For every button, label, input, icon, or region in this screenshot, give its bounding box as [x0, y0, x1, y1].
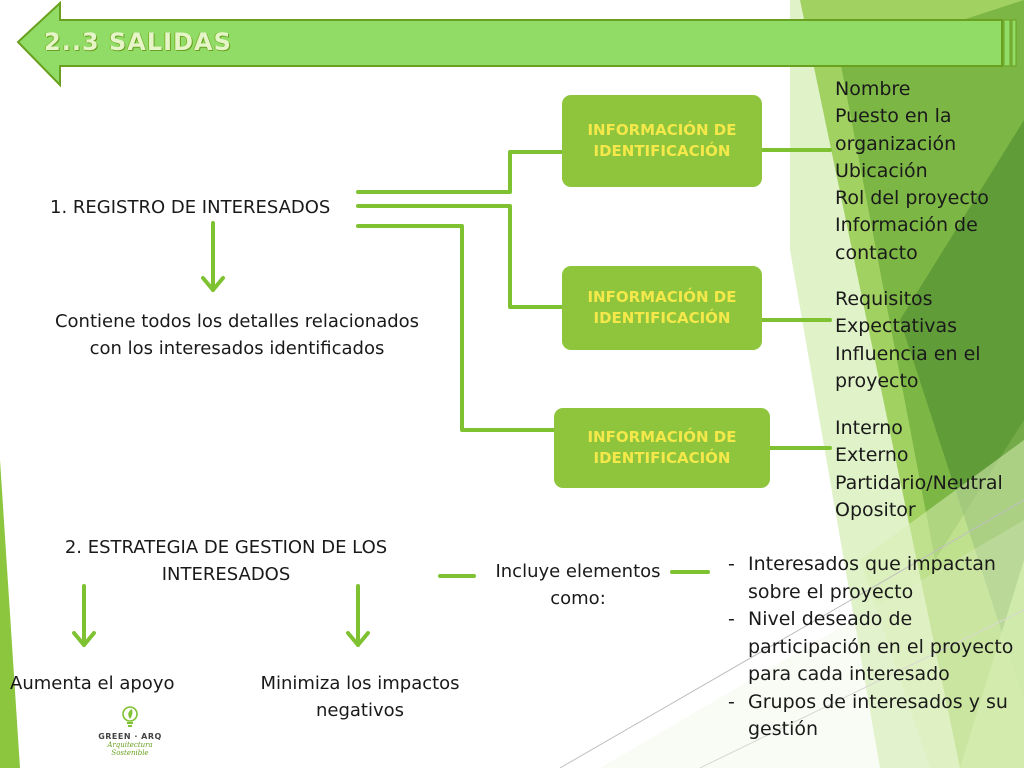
classification-list: Interno Externo Partidario/Neutral Oposi… — [835, 415, 1003, 524]
outcome-aumenta: Aumenta el apoyo — [10, 673, 175, 694]
registro-description-line: con los interesados identificados — [89, 338, 385, 359]
list-item: Partidario/Neutral — [835, 471, 1003, 494]
list-item: Expectativas — [835, 315, 958, 338]
connector-registro-box3 — [356, 224, 556, 432]
list-item: contacto — [835, 241, 918, 264]
list-item: Influencia en el — [835, 342, 981, 365]
registro-description: Contiene todos los detalles relacionados… — [20, 308, 454, 362]
info-box-line: INFORMACIÓN DE — [587, 288, 737, 306]
list-item: Nombre — [835, 78, 911, 100]
identification-list: Nombre Puesto en la organización Ubicaci… — [835, 76, 989, 267]
lightbulb-leaf-icon — [122, 706, 138, 727]
estrategia-heading-line: 2. ESTRATEGIA DE GESTION DE LOS — [64, 537, 388, 558]
list-item: Nivel deseado de participación en el pro… — [728, 606, 1018, 689]
list-item: Interno — [835, 417, 903, 439]
list-item: Externo — [835, 444, 909, 467]
estrategia-heading: 2. ESTRATEGIA DE GESTION DE LOS INTERESA… — [20, 534, 432, 588]
list-item: Rol del proyecto — [835, 187, 989, 210]
outcome-minimiza-line: Minimiza los impactos — [260, 673, 460, 694]
list-item: Ubicación — [835, 159, 928, 182]
list-item: Requisitos — [835, 288, 933, 310]
list-item: Puesto en la — [835, 105, 952, 128]
estrategia-items-list: Interesados que impactan sobre el proyec… — [728, 551, 1018, 744]
logo-name: GREEN · ARQ — [98, 732, 162, 741]
incluye-line: Incluye elementos — [495, 561, 661, 582]
logo-tagline: Arquitectura Sostenible — [107, 741, 153, 757]
incluye-line: como: — [550, 588, 606, 609]
list-item: Interesados que impactan sobre el proyec… — [728, 551, 1018, 606]
list-item: organización — [835, 132, 957, 155]
incluye-label: Incluye elementos como: — [478, 558, 678, 612]
title-banner-arrow — [16, 0, 1017, 88]
list-item: Opositor — [835, 498, 916, 521]
slide-title: 2..3 SALIDAS — [44, 28, 232, 56]
info-box-2: INFORMACIÓN DE IDENTIFICACIÓN — [562, 266, 762, 350]
outcome-minimiza: Minimiza los impactos negativos — [240, 670, 480, 724]
arrow-down-aumenta-icon — [72, 584, 96, 647]
info-box-1: INFORMACIÓN DE IDENTIFICACIÓN — [562, 95, 762, 187]
connector-registro-box2 — [356, 204, 564, 309]
info-box-line: IDENTIFICACIÓN — [593, 309, 731, 327]
outcome-minimiza-line: negativos — [315, 700, 405, 721]
evaluation-list: Requisitos Expectativas Influencia en el… — [835, 286, 981, 395]
info-box-3: INFORMACIÓN DE IDENTIFICACIÓN — [554, 408, 770, 488]
registro-description-line: Contiene todos los detalles relacionados — [54, 311, 420, 332]
list-item: proyecto — [835, 369, 919, 392]
green-arq-logo: GREEN · ARQ Arquitectura Sostenible — [92, 704, 168, 757]
arrow-down-minimiza-icon — [346, 584, 370, 647]
estrategia-heading-line: INTERESADOS — [161, 564, 291, 585]
list-item: Información de — [835, 214, 978, 237]
info-box-line: INFORMACIÓN DE — [587, 428, 737, 446]
list-item: Grupos de interesados y su gestión — [728, 689, 1018, 744]
connector-registro-box1 — [356, 150, 564, 194]
arrow-down-registro-icon — [201, 221, 225, 292]
info-box-line: INFORMACIÓN DE — [587, 121, 737, 139]
info-box-line: IDENTIFICACIÓN — [593, 449, 731, 467]
registro-heading: 1. REGISTRO DE INTERESADOS — [50, 197, 331, 218]
info-box-line: IDENTIFICACIÓN — [593, 142, 731, 160]
